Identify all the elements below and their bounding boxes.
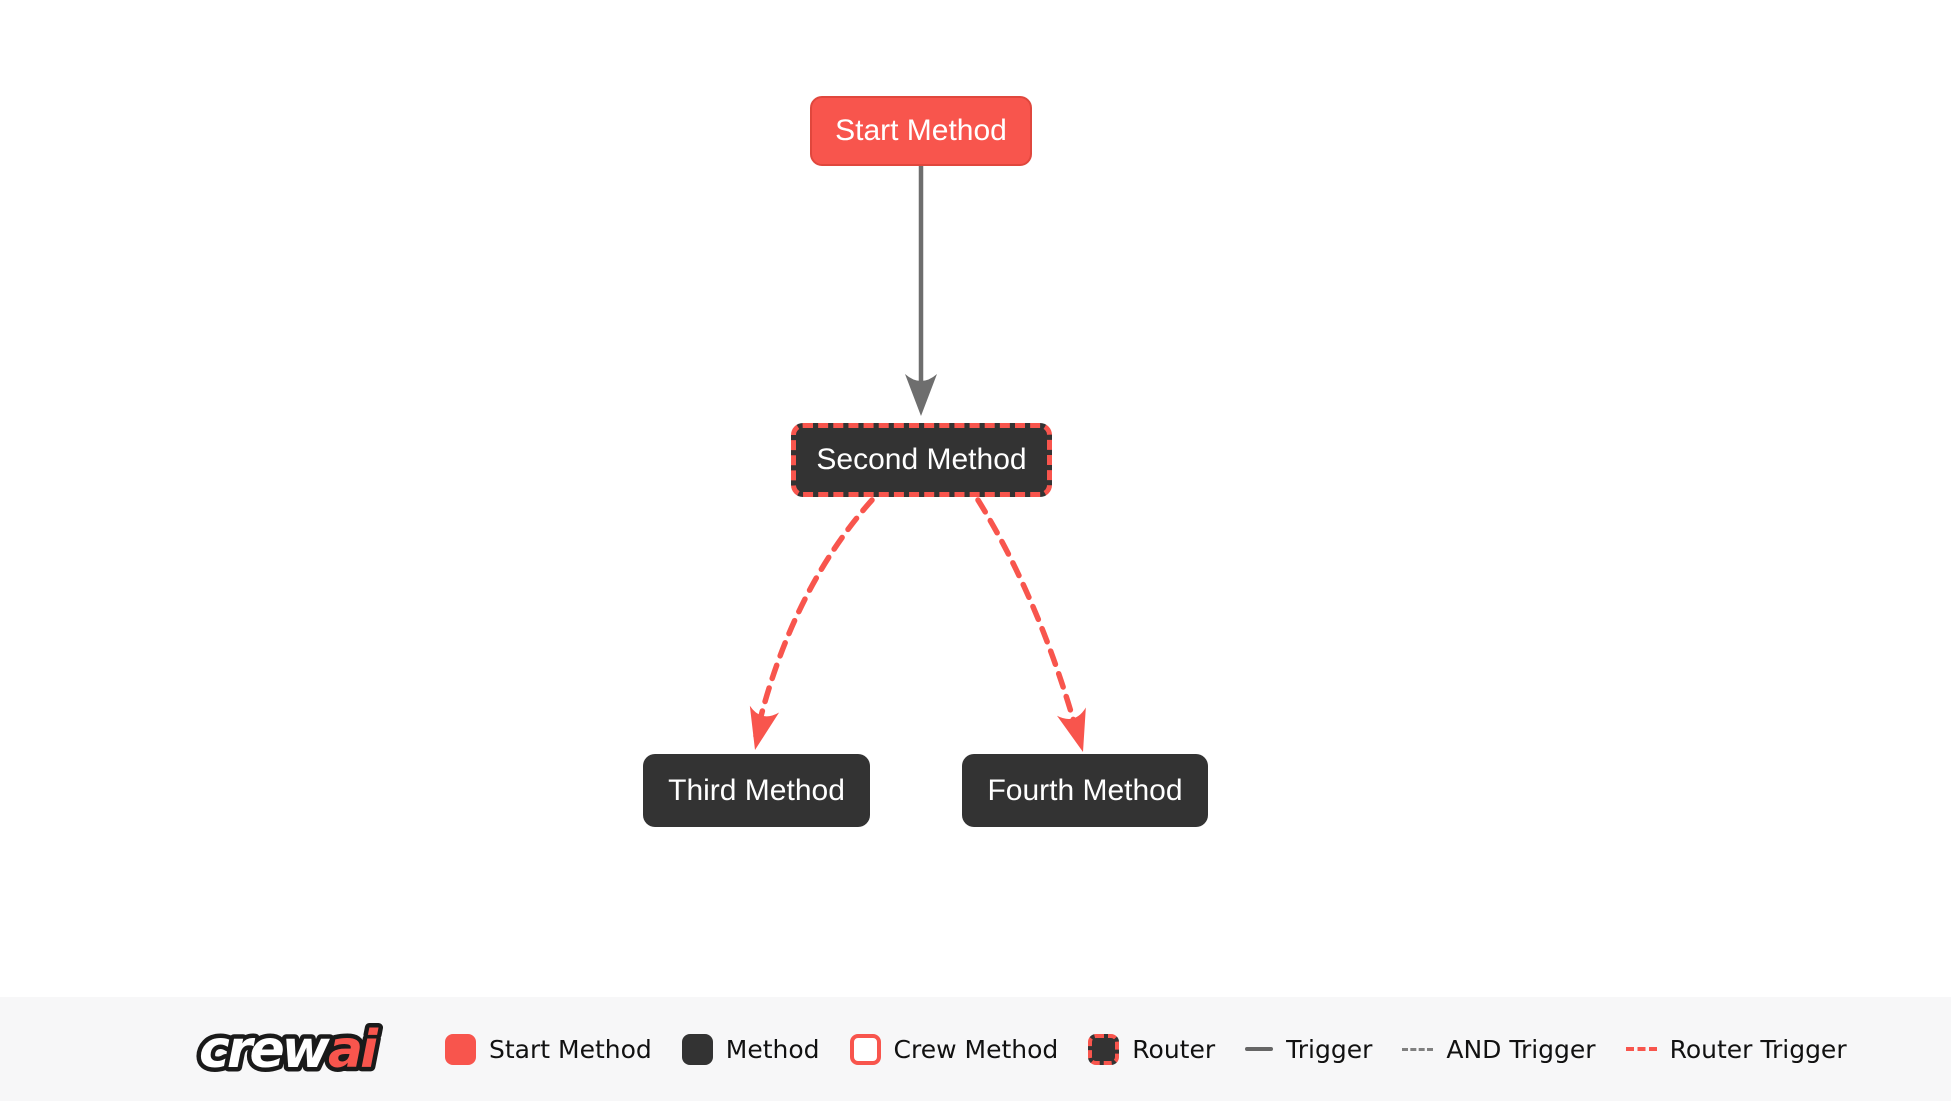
node-label: Third Method xyxy=(668,773,845,807)
router-trigger-line xyxy=(1625,1047,1657,1051)
edge-router-trigger-second-to-third[interactable] xyxy=(740,497,875,753)
legend-item-and-trigger: AND Trigger xyxy=(1402,1034,1596,1064)
legend-label: Crew Method xyxy=(893,1034,1059,1064)
edge-router-trigger-second-to-fourth[interactable] xyxy=(975,497,1097,756)
node-label: Second Method xyxy=(816,443,1027,476)
arrowhead-red-right xyxy=(1057,707,1086,752)
legend-bar: crew ai Start Method Method Crew Method … xyxy=(0,997,1951,1101)
node-start-method[interactable]: Start Method xyxy=(810,96,1032,166)
and-trigger-line xyxy=(1402,1047,1434,1051)
legend-label: Router xyxy=(1132,1034,1216,1064)
legend-label: Trigger xyxy=(1286,1034,1373,1064)
legend-item-start-method: Start Method xyxy=(445,1033,652,1065)
router-node-swatch xyxy=(1088,1033,1120,1065)
trigger-line xyxy=(1245,1047,1274,1051)
legend-label: Router Trigger xyxy=(1669,1034,1847,1064)
node-fourth-method[interactable]: Fourth Method xyxy=(962,754,1208,827)
logo-text-ai: ai xyxy=(328,1020,379,1080)
node-label: Fourth Method xyxy=(987,773,1183,807)
legend-item-router-trigger: Router Trigger xyxy=(1625,1034,1847,1064)
arrowhead-gray xyxy=(905,374,937,416)
legend-label: AND Trigger xyxy=(1446,1034,1596,1064)
crewai-logo: crew ai xyxy=(195,1016,387,1085)
legend-label: Start Method xyxy=(489,1034,652,1064)
edge-trigger-start-to-second[interactable] xyxy=(905,166,937,416)
logo-text-crew: crew xyxy=(199,1020,331,1080)
node-second-method[interactable]: Second Method xyxy=(791,423,1052,497)
legend-item-trigger: Trigger xyxy=(1245,1035,1372,1064)
legend-item-router: Router xyxy=(1088,1033,1216,1065)
crew-node-swatch xyxy=(849,1033,881,1065)
node-label: Start Method xyxy=(835,114,1007,147)
legend-label: Method xyxy=(725,1034,820,1064)
arrowhead-red-left xyxy=(749,705,780,750)
legend-item-crew-method: Crew Method xyxy=(849,1033,1059,1065)
legend-item-method: Method xyxy=(681,1033,820,1065)
start-node-swatch xyxy=(445,1033,476,1065)
node-third-method[interactable]: Third Method xyxy=(643,754,870,827)
method-node-swatch xyxy=(681,1033,713,1065)
